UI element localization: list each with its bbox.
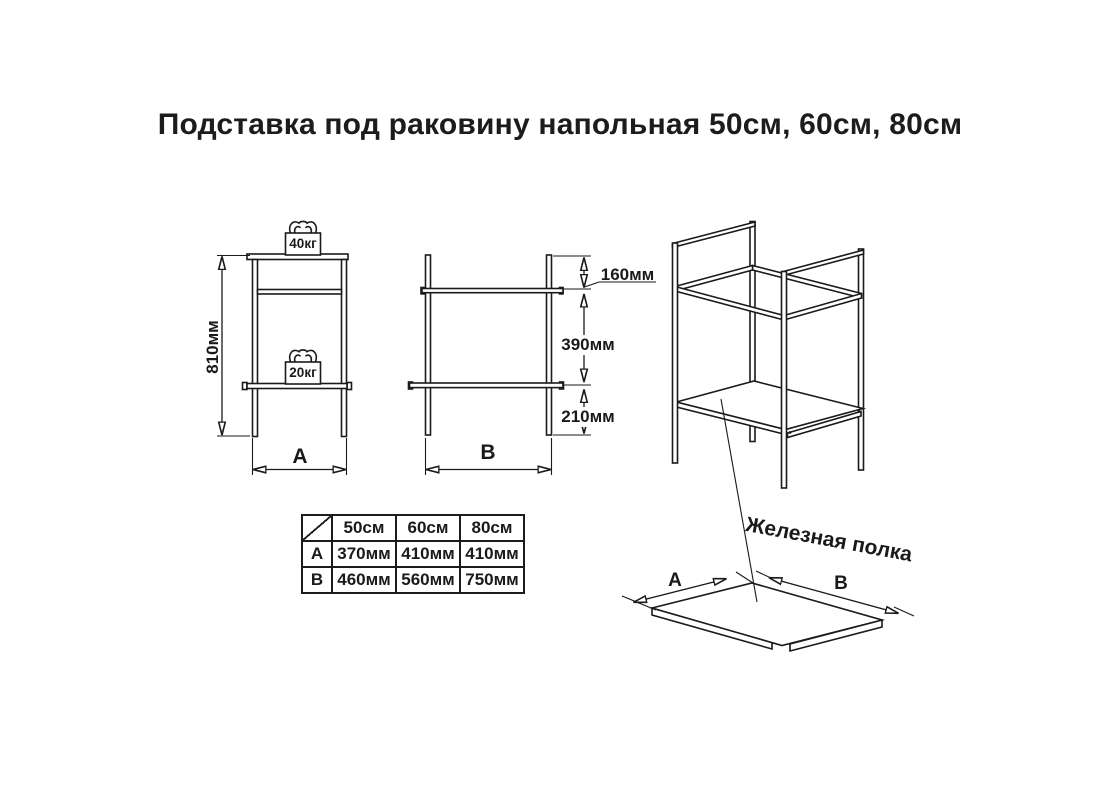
side-top-rail xyxy=(421,287,564,294)
weight-40kg-icon xyxy=(284,220,322,256)
side-view xyxy=(407,254,656,475)
row-a-val-50: 370мм xyxy=(331,540,397,568)
row-a-val-80: 410мм xyxy=(459,540,525,568)
shelf-b-label: B xyxy=(834,573,848,594)
front-width-a-label: A xyxy=(292,445,308,468)
row-a-label: A xyxy=(301,540,333,568)
table-row-a: A 370мм 410мм 410мм xyxy=(301,540,525,568)
row-a-val-60: 410мм xyxy=(395,540,461,568)
table-col-60: 60см xyxy=(395,514,461,542)
iso-right-top-rail xyxy=(780,248,865,278)
table-row-b: B 460мм 560мм 750мм xyxy=(301,566,525,594)
row-b-label: B xyxy=(301,566,333,594)
front-crossbar xyxy=(256,288,343,295)
shelf-a-dim-line xyxy=(634,579,727,603)
iso-shelf-right-rail xyxy=(786,410,862,439)
front-left-leg xyxy=(251,258,259,438)
iso-frame-left xyxy=(674,264,754,293)
iso-shelf-top xyxy=(673,380,867,431)
iso-front-right-leg xyxy=(780,270,788,489)
row-b-val-50: 460мм xyxy=(331,566,397,594)
dim-390-label: 390мм xyxy=(559,335,617,355)
page-title: Подставка под раковину напольная 50см, 6… xyxy=(157,108,963,141)
iso-front-left-leg xyxy=(671,242,679,464)
iso-back-right-leg xyxy=(857,248,865,471)
table-col-80: 80см xyxy=(459,514,525,542)
table-col-50: 50см xyxy=(331,514,397,542)
iso-back-left-leg xyxy=(749,220,756,443)
table-corner-cell xyxy=(301,514,333,542)
side-left-leg xyxy=(424,254,432,436)
front-view xyxy=(217,220,353,475)
iso-left-top-rail xyxy=(671,220,756,249)
side-right-leg xyxy=(545,254,553,436)
weight-40kg-label: 40кг xyxy=(289,236,317,251)
iso-frame-back xyxy=(751,264,863,300)
table-header-row: 50см 60см 80см xyxy=(301,514,525,542)
row-b-val-60: 560мм xyxy=(395,566,461,594)
weight-20kg-icon xyxy=(284,349,322,385)
front-height-label: 810мм xyxy=(203,320,222,374)
shelf-b-dim-line xyxy=(769,578,899,614)
shelf-a-label: A xyxy=(668,570,682,591)
dim-210-label: 210мм xyxy=(559,407,617,427)
weight-20kg-label: 20кг xyxy=(289,365,317,380)
iso-frame-right xyxy=(783,292,863,322)
shelf-diagram xyxy=(621,570,915,653)
iso-frame-front xyxy=(674,285,785,322)
size-table: 50см 60см 80см A 370мм 410мм 410мм B 460… xyxy=(301,514,525,594)
row-b-val-80: 750мм xyxy=(459,566,525,594)
side-shelf-rail xyxy=(408,382,564,389)
isometric-view xyxy=(671,220,867,489)
callout-leader-line xyxy=(720,398,758,603)
side-width-b-label: B xyxy=(480,441,496,464)
dim-160-label: 160мм xyxy=(600,265,655,284)
front-right-leg xyxy=(340,258,348,438)
